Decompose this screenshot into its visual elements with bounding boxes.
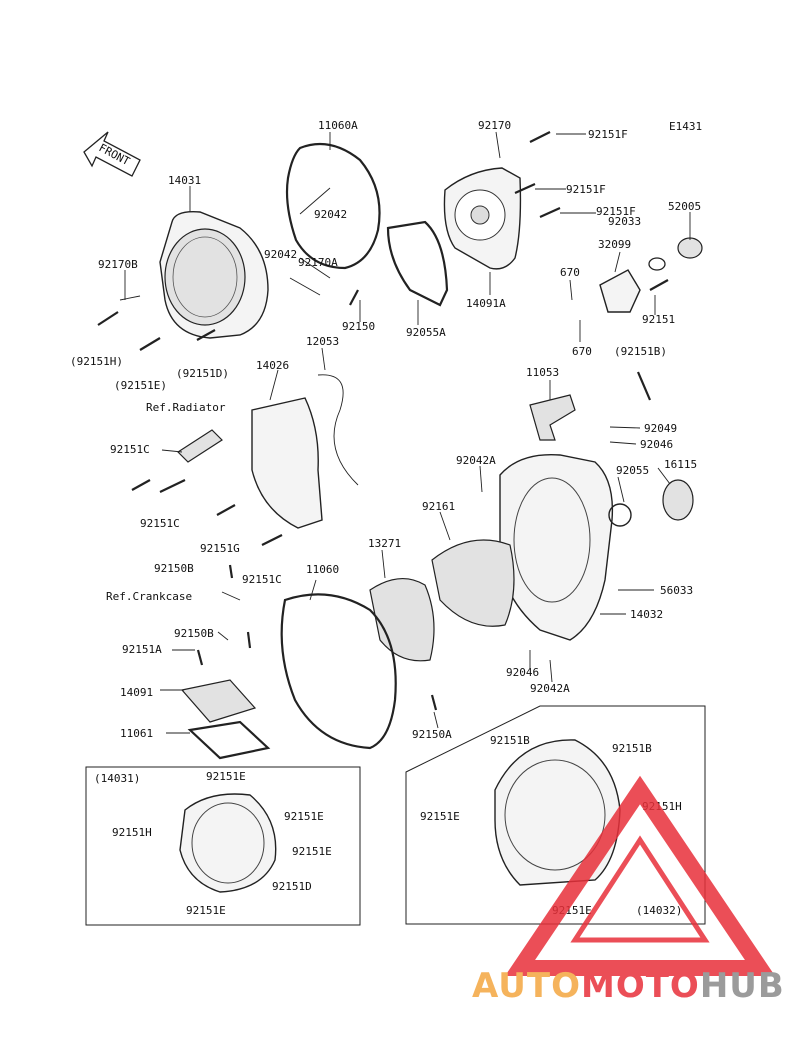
callout-11060: 11060 <box>306 563 339 576</box>
callout-92151d: 92151D <box>272 880 312 893</box>
callout-92151f: 92151F <box>596 205 636 218</box>
callout-56033: 56033 <box>660 584 693 597</box>
callout-92042a: 92042A <box>456 454 496 467</box>
svg-text:AUTOMOTOHUB: AUTOMOTOHUB <box>472 966 785 1006</box>
callout-14031: (14031) <box>94 772 140 785</box>
callout-32099: 32099 <box>598 238 631 251</box>
callout-14032: 14032 <box>630 608 663 621</box>
gasket-92055a <box>386 220 449 307</box>
callout-92042a: 92042A <box>530 682 570 695</box>
watermark-part1: AUTO <box>472 966 581 1006</box>
cover-14091a <box>443 167 522 270</box>
callout-14031: 14031 <box>168 174 201 187</box>
cover-14026 <box>251 397 323 529</box>
callout-92042: 92042 <box>314 208 347 221</box>
ring-92033 <box>648 257 666 271</box>
watermark-part3: HUB <box>700 966 785 1006</box>
inset-left <box>85 766 361 926</box>
callout-16115: 16115 <box>664 458 697 471</box>
cover-14091 <box>180 679 257 723</box>
cover-14031 <box>159 211 269 339</box>
callout-92151c: 92151C <box>242 573 282 586</box>
plate-92161 <box>431 539 515 627</box>
cap-52005 <box>677 237 703 259</box>
callout-92151a: 92151A <box>122 643 162 656</box>
callout-92151e: 92151E <box>420 810 460 823</box>
callout-92151c: 92151C <box>110 443 150 456</box>
callout-11061: 11061 <box>120 727 153 740</box>
gasket-11060a <box>285 142 381 270</box>
callout-92151e: 92151E <box>206 770 246 783</box>
callout-14091: 14091 <box>120 686 153 699</box>
front-arrow-icon: FRONT <box>83 131 141 177</box>
callout-670: 670 <box>572 345 592 358</box>
callout-92150b: 92150B <box>174 627 214 640</box>
bracket-radiator <box>177 429 223 463</box>
callout-92151c: 92151C <box>140 517 180 530</box>
filler-16115 <box>662 479 694 521</box>
callout-92033: 92033 <box>608 215 641 228</box>
callout-92151e: (92151E) <box>114 379 167 392</box>
callout-92150a: 92150A <box>412 728 452 741</box>
callout-92170: 92170 <box>478 119 511 132</box>
callout-92151f: 92151F <box>566 183 606 196</box>
inset-left-labels: (14031) 92151E 92151E 92151H 92151E 9215… <box>94 770 332 917</box>
callout-12053: 12053 <box>306 335 339 348</box>
callout-92151b: (92151B) <box>614 345 667 358</box>
callout-92151d: (92151D) <box>176 367 229 380</box>
callout-92150: 92150 <box>342 320 375 333</box>
bracket-11053 <box>529 394 576 441</box>
callout-92046: 92046 <box>640 438 673 451</box>
gasket-11061 <box>187 720 271 760</box>
callout-92150b: 92150B <box>154 562 194 575</box>
callout-92151b: 92151B <box>612 742 652 755</box>
watermark-part2: MOTO <box>581 966 700 1006</box>
leader-lines <box>119 131 691 734</box>
callout-92151e: 92151E <box>292 845 332 858</box>
callout-13271: 13271 <box>368 537 401 550</box>
callout-92151e: 92151E <box>186 904 226 917</box>
callout-refradiator: Ref.Radiator <box>146 401 226 414</box>
callout-11060a: 11060A <box>318 119 358 132</box>
callout-670: 670 <box>560 266 580 279</box>
pump-32099 <box>599 269 641 313</box>
callout-92151g: 92151G <box>200 542 240 555</box>
callout-refcrankcase: Ref.Crankcase <box>106 590 192 603</box>
plate-13271 <box>369 578 435 662</box>
inset-right <box>405 705 706 925</box>
callout-92170a: 92170A <box>298 256 338 269</box>
bolts <box>97 131 669 711</box>
callout-14026: 14026 <box>256 359 289 372</box>
callout-92161: 92161 <box>422 500 455 513</box>
gasket-11060 <box>280 593 397 750</box>
callout-92049: 92049 <box>644 422 677 435</box>
callout-labels: 11060A 92170 92151F 14031 92042 92151F 9… <box>70 119 701 741</box>
callout-92055a: 92055A <box>406 326 446 339</box>
callout-14032: (14032) <box>636 904 682 917</box>
callout-92151: 92151 <box>642 313 675 326</box>
callout-92151h: (92151H) <box>70 355 123 368</box>
callout-11053: 11053 <box>526 366 559 379</box>
callout-92151f: 92151F <box>588 128 628 141</box>
callout-92170b: 92170B <box>98 258 138 271</box>
callout-92055: 92055 <box>616 464 649 477</box>
callout-92151b: 92151B <box>490 734 530 747</box>
callout-92151e: 92151E <box>284 810 324 823</box>
callout-52005: 52005 <box>668 200 701 213</box>
callout-92046: 92046 <box>506 666 539 679</box>
automotohub-watermark: AUTOMOTOHUB <box>472 775 785 1006</box>
callout-14091a: 14091A <box>466 297 506 310</box>
cover-14032 <box>499 453 632 641</box>
diagram-code: E1431 <box>669 120 702 133</box>
callout-92042: 92042 <box>264 248 297 261</box>
bracket-12053 <box>317 374 359 486</box>
callout-92151h: 92151H <box>112 826 152 839</box>
inset-right-labels: 92151B 92151B 92151H 92151E 92151E (1403… <box>420 734 682 917</box>
